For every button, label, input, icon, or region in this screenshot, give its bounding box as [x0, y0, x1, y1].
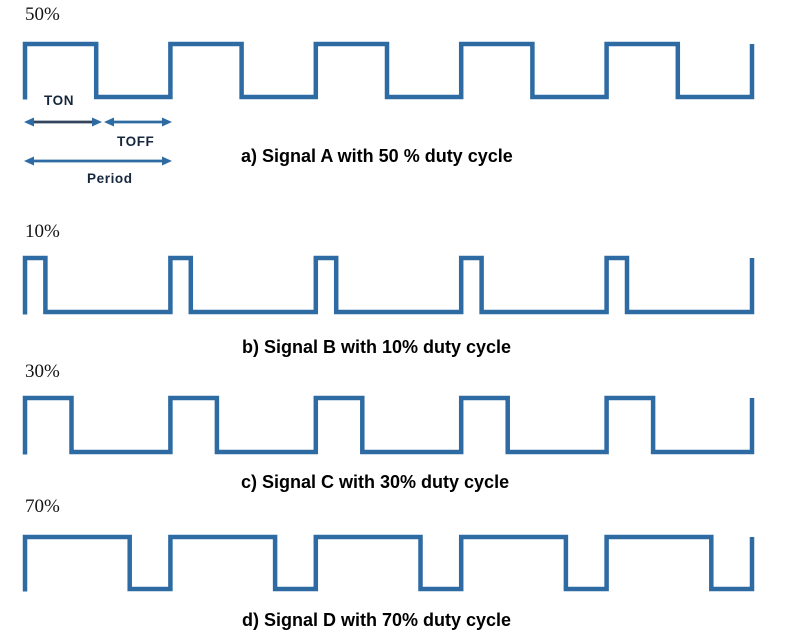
ton-label: TON — [44, 93, 75, 108]
waveform-signal-a — [22, 41, 755, 100]
caption-signal-c: c) Signal C with 30% duty cycle — [241, 472, 510, 492]
caption-signal-a: a) Signal A with 50 % duty cycle — [241, 146, 513, 166]
waveform-signal-d — [22, 534, 755, 592]
toff-label: TOFF — [117, 134, 155, 149]
waveform-signal-b — [22, 255, 755, 315]
duty-label-signal-d: 70% — [25, 496, 60, 517]
duty-label-signal-a: 50% — [25, 4, 60, 25]
duty-label-signal-c: 30% — [25, 361, 60, 382]
timing-arrows — [24, 117, 172, 166]
period-label: Period — [87, 171, 133, 186]
duty-label-signal-b: 10% — [25, 221, 60, 242]
caption-signal-d: d) Signal D with 70% duty cycle — [242, 610, 512, 630]
caption-signal-b: b) Signal B with 10% duty cycle — [242, 337, 512, 357]
waveform-signal-c — [22, 395, 755, 455]
